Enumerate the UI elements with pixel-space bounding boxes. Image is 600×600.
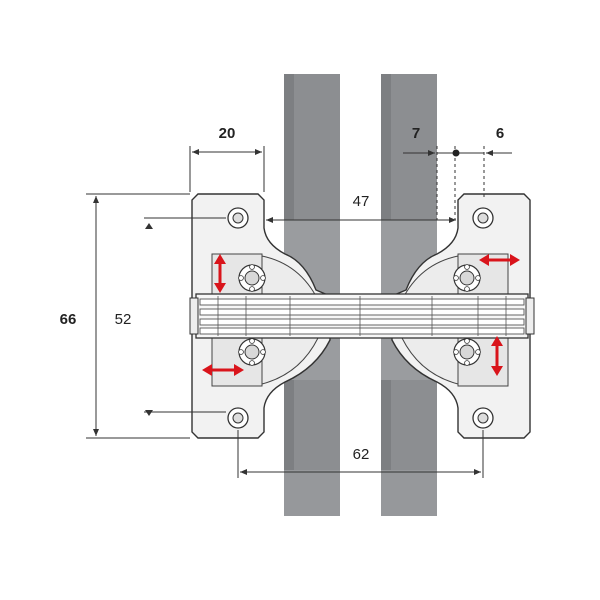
adjust-screw-left-upper — [238, 264, 266, 292]
dim-label-52: 52 — [115, 311, 132, 328]
hinge-linkage — [189, 293, 535, 339]
dim-label-66: 66 — [60, 311, 77, 328]
vertical-adjust-left-arrow — [214, 254, 226, 293]
dim-52-tick-bottom — [145, 410, 153, 416]
left-panel-lower — [284, 470, 340, 516]
vertical-adjust-right-arrow — [491, 336, 503, 376]
horizontal-adjust-right-arrow — [479, 254, 520, 266]
dim-52-ticks — [145, 223, 153, 416]
screw-hole-right-bottom — [472, 407, 494, 429]
adjustment-screws — [238, 264, 481, 366]
dim-label-47: 47 — [353, 193, 370, 210]
horizontal-adjust-left-arrow — [202, 364, 244, 376]
center-point-marker — [452, 149, 460, 157]
dimension-lines — [86, 146, 512, 478]
dim-label-62: 62 — [353, 446, 370, 463]
dim-label-7: 7 — [412, 125, 420, 142]
dim-label-20: 20 — [219, 125, 236, 142]
screw-hole-left-bottom — [227, 407, 249, 429]
adjust-screw-right-lower — [453, 338, 481, 366]
dim-label-6: 6 — [496, 125, 504, 142]
screw-hole-left-top — [227, 207, 249, 229]
adjustment-arrows — [202, 254, 520, 376]
adjust-screw-left-lower — [238, 338, 266, 366]
dimension-labels: 20 7 6 47 66 52 62 — [60, 125, 505, 463]
screw-holes — [227, 207, 494, 429]
dim-52-tick-top — [145, 223, 153, 229]
right-panel-lower — [381, 470, 437, 516]
adjust-screw-right-upper — [453, 264, 481, 292]
screw-hole-right-top — [472, 207, 494, 229]
